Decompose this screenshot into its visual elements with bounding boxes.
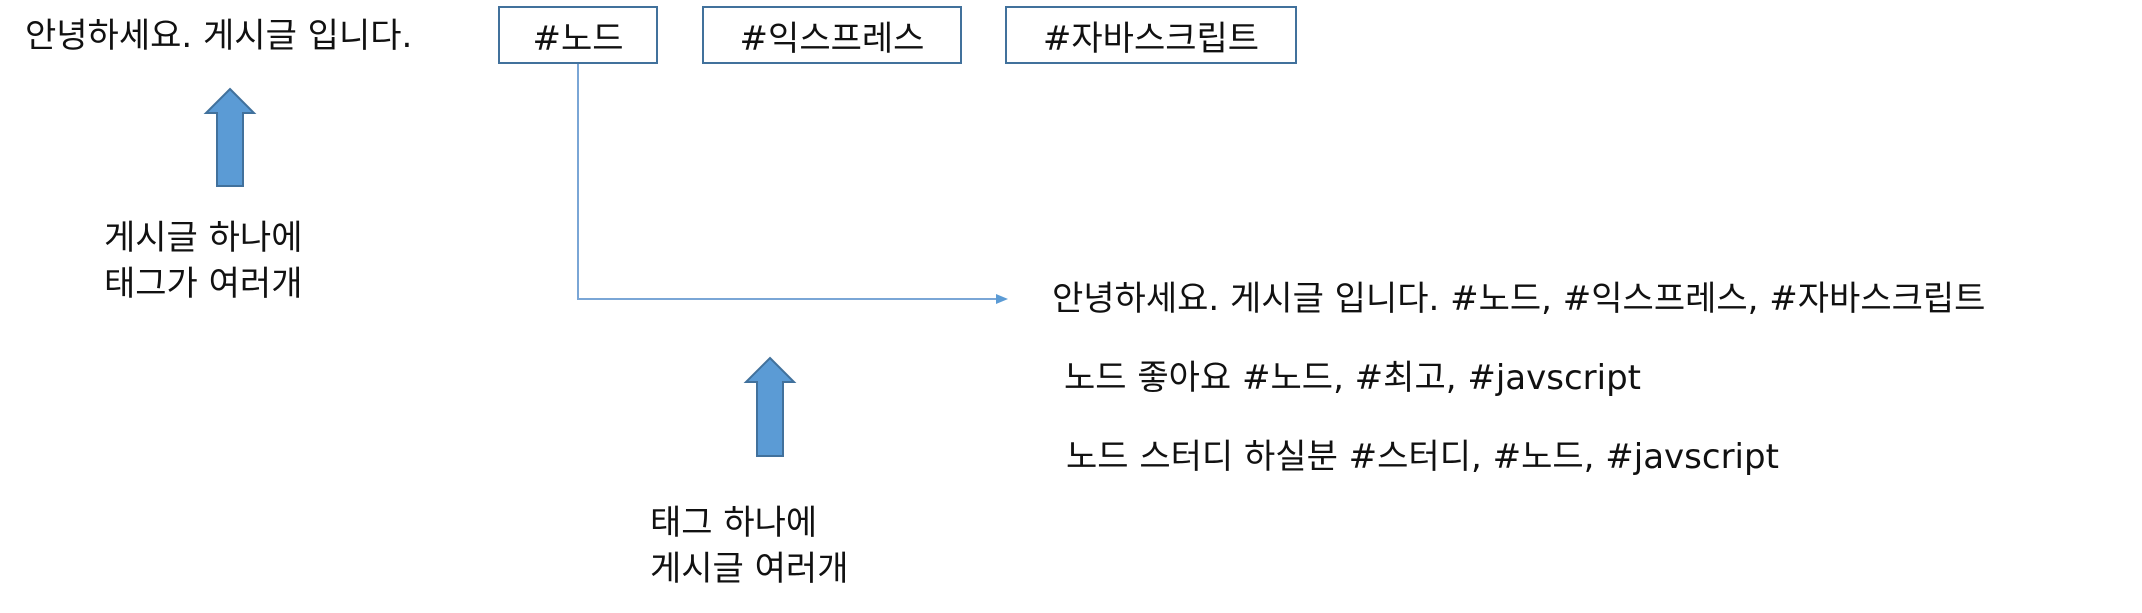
- tag-label-javascript: #자바스크립트: [1042, 18, 1260, 59]
- tag-label-node: #노드: [532, 18, 624, 59]
- connector-line: [577, 64, 997, 300]
- caption-middle-line2: 게시글 여러개: [650, 549, 849, 589]
- tag-box-node: #노드: [498, 6, 658, 64]
- up-arrow-middle: [743, 356, 797, 457]
- connector-arrowhead: [996, 294, 1008, 304]
- post-list-item-2: 노드 좋아요 #노드, #최고, #javscript: [1064, 358, 1641, 398]
- post-list-item-1: 안녕하세요. 게시글 입니다. #노드, #익스프레스, #자바스크립트: [1052, 279, 1986, 319]
- post-text: 안녕하세요. 게시글 입니다.: [25, 16, 413, 56]
- tag-box-javascript: #자바스크립트: [1005, 6, 1297, 64]
- caption-middle-line1: 태그 하나에: [650, 503, 818, 543]
- tag-box-express: #익스프레스: [702, 6, 962, 64]
- caption-left: 게시글 하나에 태그가 여러개: [104, 215, 303, 307]
- caption-left-line2: 태그가 여러개: [104, 264, 303, 304]
- caption-left-line1: 게시글 하나에: [104, 218, 303, 258]
- tag-label-express: #익스프레스: [739, 18, 925, 59]
- post-list-item-3: 노드 스터디 하실분 #스터디, #노드, #javscript: [1066, 437, 1779, 477]
- up-arrow-left: [203, 87, 257, 187]
- caption-middle: 태그 하나에 게시글 여러개: [650, 500, 849, 592]
